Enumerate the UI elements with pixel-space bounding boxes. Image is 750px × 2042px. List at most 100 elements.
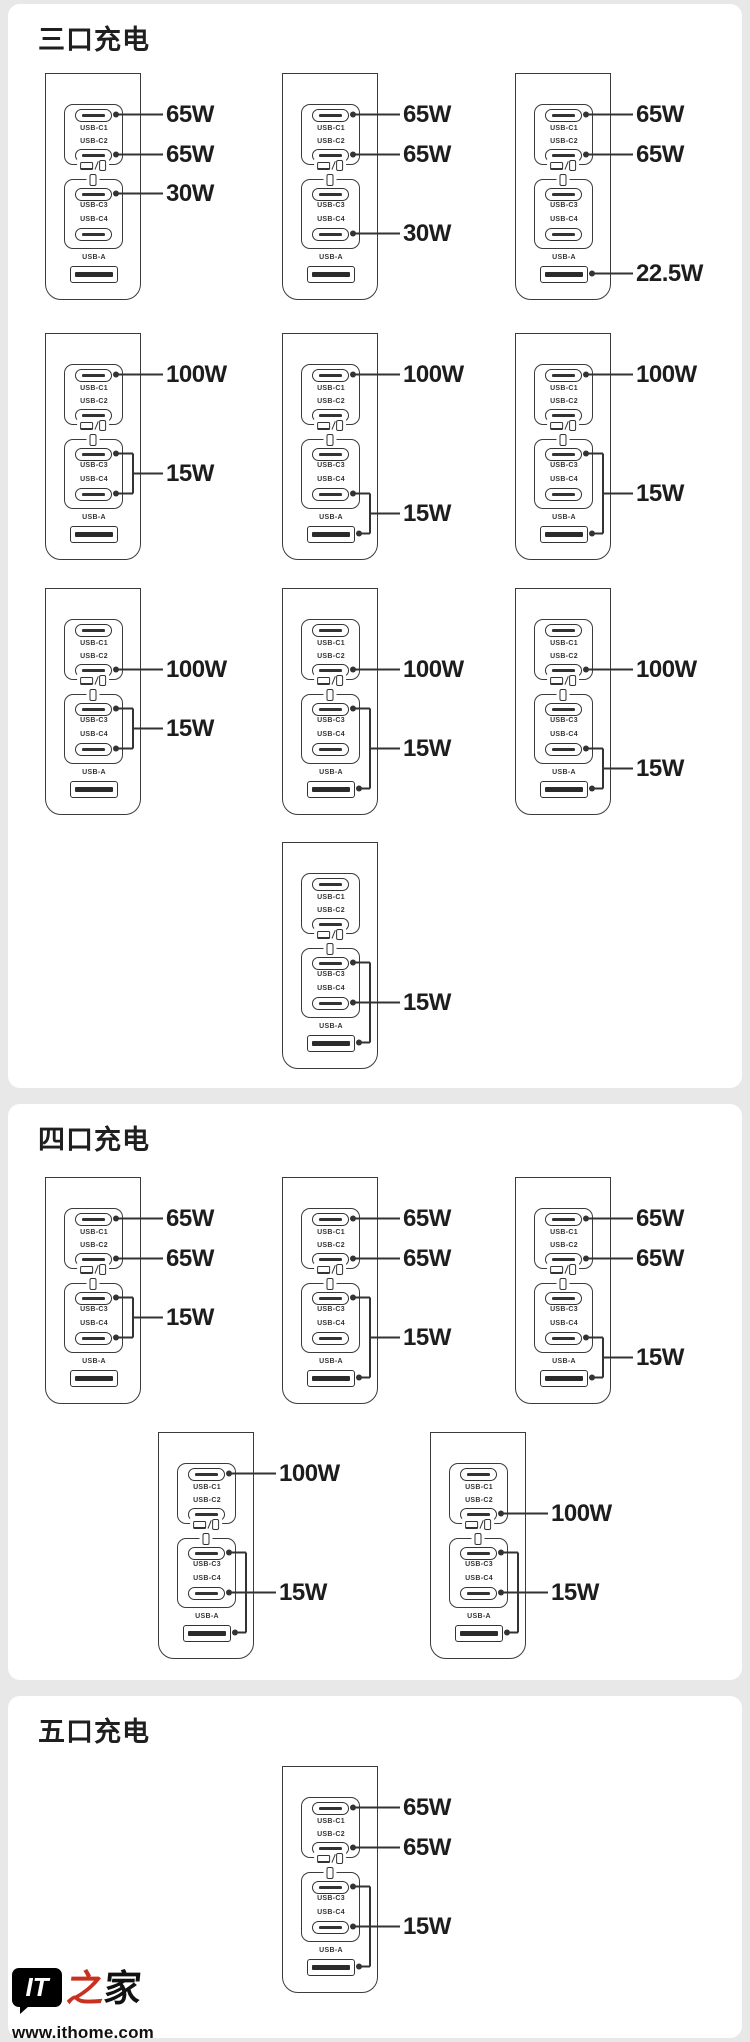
usb-c2-port-label: USB-C2 xyxy=(550,1242,578,1249)
usb-c4-port-label: USB-C4 xyxy=(550,731,578,738)
phone-icon xyxy=(559,433,567,446)
usb-a-port-label: USB-A xyxy=(82,1358,106,1365)
phone-icon xyxy=(326,1866,334,1879)
phone-icon xyxy=(99,160,106,171)
usb-c3-port xyxy=(75,1291,112,1305)
usb-c1-port-label: USB-C1 xyxy=(550,639,578,647)
usb-c2-port-label: USB-C2 xyxy=(317,1242,345,1249)
phone-icon xyxy=(336,420,343,431)
usb-c2-port-label: USB-C2 xyxy=(193,1497,221,1504)
slash-divider xyxy=(478,1520,484,1529)
power-label: 100W xyxy=(636,655,697,683)
usb-a-port-label: USB-A xyxy=(82,514,106,521)
laptop-icon xyxy=(317,1265,331,1274)
usb-c2-port-label: USB-C2 xyxy=(80,138,108,145)
charger-body: USB-C1 USB-C2 USB-C3 USB-C4 USB-A xyxy=(282,1177,378,1404)
usb-c3-port-label: USB-C3 xyxy=(317,717,345,724)
usb-c4-port xyxy=(188,1586,225,1600)
usb-c3-port xyxy=(312,956,349,970)
slash-divider xyxy=(330,421,336,430)
section-four-port-charging: 四口充电 USB-C1 USB-C2 USB-C3 USB-C4 USB-A xyxy=(8,1104,742,1680)
power-label: 15W xyxy=(403,988,451,1016)
phone-icon xyxy=(559,173,567,186)
usb-c3-port xyxy=(312,187,349,201)
logo-speech-tail xyxy=(20,2006,29,2014)
usb-a-port-label: USB-A xyxy=(552,254,576,261)
usb-c2-port xyxy=(545,663,582,677)
charger-body: USB-C1 USB-C2 USB-C3 USB-C4 USB-A xyxy=(282,73,378,300)
usb-c1-port-label: USB-C1 xyxy=(317,639,345,647)
usb-c3-port xyxy=(312,1880,349,1894)
usb-c4-port xyxy=(312,227,349,241)
usb-c1-port xyxy=(312,368,349,382)
section-title-five-port: 五口充电 xyxy=(38,1717,150,1747)
laptop-icon xyxy=(550,1265,564,1274)
power-label: 65W xyxy=(166,1204,214,1232)
power-label: 30W xyxy=(166,179,214,207)
phone-icon xyxy=(99,675,106,686)
power-label: 65W xyxy=(166,140,214,168)
usb-c4-port xyxy=(545,487,582,501)
usb-c4-port xyxy=(545,227,582,241)
phone-icon xyxy=(326,942,334,955)
usb-c1-port-label: USB-C1 xyxy=(193,1483,221,1491)
usb-c4-port-label: USB-C4 xyxy=(317,985,345,992)
phone-icon xyxy=(89,433,97,446)
section-five-port-charging: 五口充电 USB-C1 USB-C2 USB-C3 USB-C4 USB-A xyxy=(8,1696,742,2038)
usb-a-port xyxy=(540,1369,588,1387)
slash-divider xyxy=(563,676,569,685)
phone-icon-top xyxy=(86,1277,100,1290)
power-label: 65W xyxy=(403,1204,451,1232)
usb-c3-port xyxy=(545,187,582,201)
phone-icon-top xyxy=(323,1277,337,1290)
laptop-phone-icon xyxy=(314,1852,346,1865)
power-label: 15W xyxy=(403,734,451,762)
usb-c1-port xyxy=(188,1467,225,1481)
power-label: 100W xyxy=(166,360,227,388)
laptop-icon xyxy=(317,161,331,170)
power-label: 100W xyxy=(166,655,227,683)
usb-a-port xyxy=(307,780,355,798)
power-label: 65W xyxy=(636,1204,684,1232)
charger-unit: USB-C1 USB-C2 USB-C3 USB-C4 USB-A 15W xyxy=(282,842,517,1069)
usb-a-port-label: USB-A xyxy=(319,1358,343,1365)
charger-body: USB-C1 USB-C2 USB-C3 USB-C4 USB-A xyxy=(515,1177,611,1404)
slash-divider xyxy=(563,421,569,430)
laptop-phone-icon xyxy=(190,1518,222,1531)
usb-c4-port-label: USB-C4 xyxy=(550,476,578,483)
usb-c4-port-label: USB-C4 xyxy=(465,1575,493,1582)
phone-icon xyxy=(99,1264,106,1275)
usb-c3-port-label: USB-C3 xyxy=(550,1306,578,1313)
power-label: 65W xyxy=(166,1244,214,1272)
usb-a-port-label: USB-A xyxy=(467,1613,491,1620)
slash-divider xyxy=(93,161,99,170)
laptop-icon xyxy=(550,676,564,685)
laptop-icon xyxy=(317,1854,331,1863)
usb-c1-port-label: USB-C1 xyxy=(317,1228,345,1236)
laptop-phone-icon xyxy=(547,1263,579,1276)
phone-icon xyxy=(336,1853,343,1864)
slash-divider xyxy=(330,676,336,685)
usb-c1-port-label: USB-C1 xyxy=(80,384,108,392)
phone-icon-top xyxy=(323,173,337,186)
charger-body: USB-C1 USB-C2 USB-C3 USB-C4 USB-A xyxy=(282,1766,378,1993)
laptop-icon xyxy=(550,421,564,430)
usb-c4-port xyxy=(460,1586,497,1600)
usb-a-port xyxy=(70,265,118,283)
laptop-icon xyxy=(80,1265,94,1274)
section-title-four-port: 四口充电 xyxy=(38,1125,150,1155)
power-label: 100W xyxy=(551,1499,612,1527)
usb-c4-port xyxy=(75,487,112,501)
usb-c4-port xyxy=(545,1331,582,1345)
laptop-phone-icon xyxy=(77,159,109,172)
slash-divider xyxy=(330,930,336,939)
phone-icon-top xyxy=(471,1532,485,1545)
slash-divider xyxy=(563,161,569,170)
phone-icon-top xyxy=(556,1277,570,1290)
